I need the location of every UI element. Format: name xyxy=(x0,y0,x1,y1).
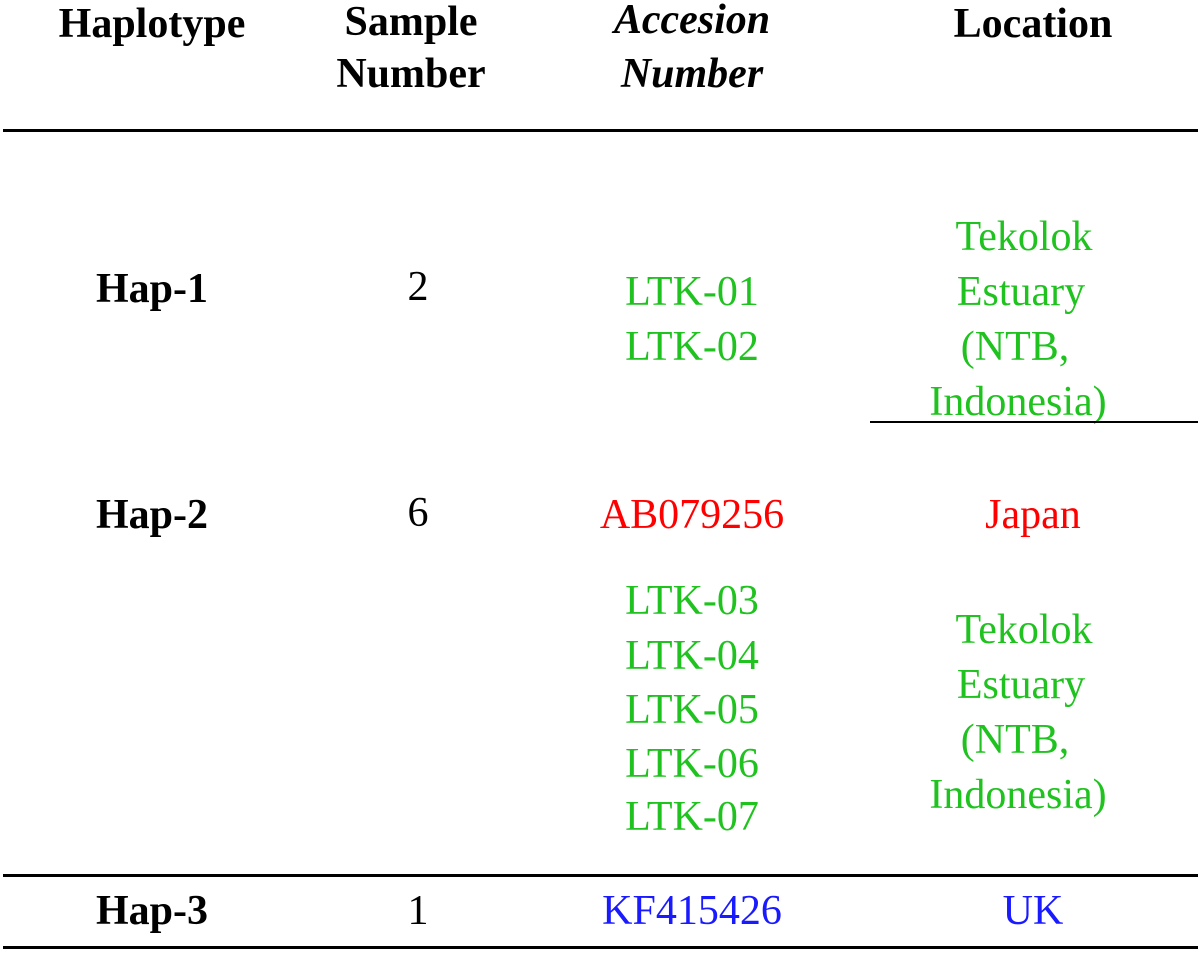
row-hap2-location-japan: Japan xyxy=(985,492,1081,538)
row-hap1-accession: LTK-02 xyxy=(625,324,759,370)
row-hap1-location-line: Indonesia) xyxy=(929,379,1107,425)
row-hap2-accession: LTK-05 xyxy=(625,687,759,733)
row-hap1-haplotype: Hap-1 xyxy=(95,266,209,312)
row-hap2-location-line: Estuary xyxy=(956,662,1086,708)
row-hap2-accession: LTK-07 xyxy=(625,794,759,840)
row-hap1-accession: LTK-01 xyxy=(625,269,759,315)
row-hap3-location: UK xyxy=(1002,888,1064,934)
header-accession-line1: Accesion xyxy=(613,0,771,43)
row-hap1-location-line: Tekolok xyxy=(955,214,1093,260)
header-location: Location xyxy=(953,1,1113,47)
location-divider xyxy=(870,421,1198,423)
row-hap3-sample-number: 1 xyxy=(407,888,429,934)
row-hap2-accession: LTK-03 xyxy=(625,578,759,624)
row-hap2-haplotype: Hap-2 xyxy=(95,492,209,538)
row-hap2-location-line: Indonesia) xyxy=(929,772,1107,818)
header-haplotype: Haplotype xyxy=(58,1,246,47)
row-divider xyxy=(3,874,1198,877)
row-hap2-accession: LTK-06 xyxy=(625,741,759,787)
row-hap3-accession: KF415426 xyxy=(602,888,782,934)
table-bottom-rule xyxy=(3,946,1198,949)
header-sample-line2: Number xyxy=(336,51,486,97)
row-hap2-location-line: Tekolok xyxy=(955,607,1093,653)
header-accession-line2: Number xyxy=(620,51,764,97)
row-hap2-accession-japan: AB079256 xyxy=(599,492,785,538)
header-divider xyxy=(3,129,1198,132)
row-hap2-location-line: (NTB, xyxy=(960,717,1070,763)
row-hap3-haplotype: Hap-3 xyxy=(95,888,209,934)
header-sample-line1: Sample xyxy=(344,0,478,45)
row-hap2-accession: LTK-04 xyxy=(625,633,759,679)
row-hap1-sample-number: 2 xyxy=(407,264,429,310)
row-hap1-location-line: Estuary xyxy=(956,269,1086,315)
row-hap2-sample-number: 6 xyxy=(407,490,429,536)
row-hap1-location-line: (NTB, xyxy=(960,324,1070,370)
